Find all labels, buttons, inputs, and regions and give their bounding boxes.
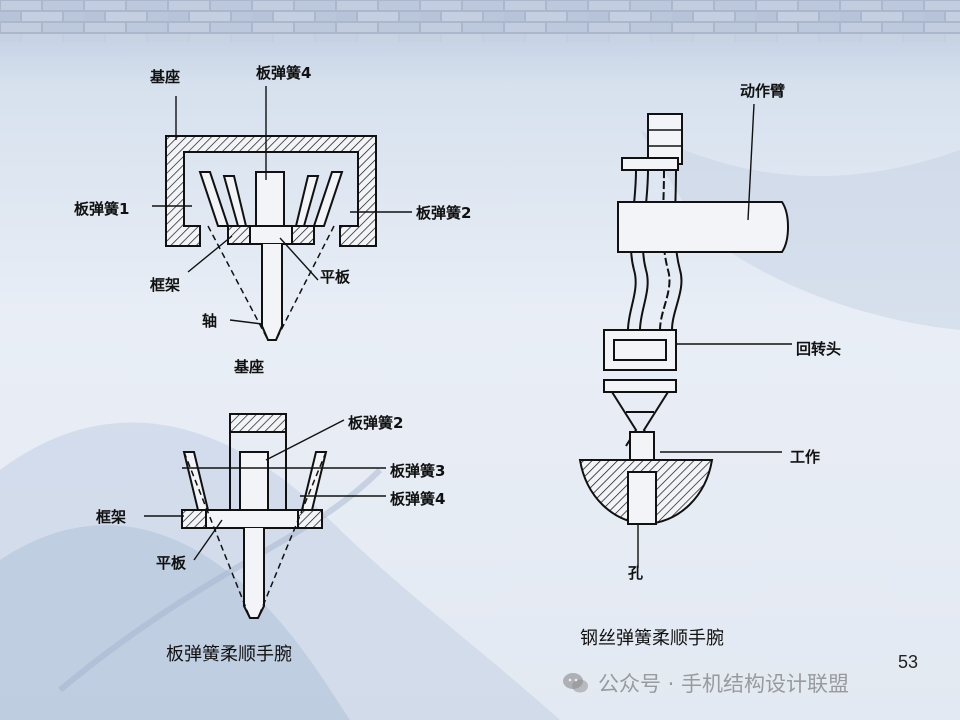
caption-leaf-spring-wrist: 板弹簧柔顺手腕 <box>166 644 292 665</box>
label-spring-2-b: 板弹簧2 <box>348 414 403 432</box>
leaf-spring-4 <box>255 171 285 227</box>
label-spring-3-b: 板弹簧3 <box>390 462 445 480</box>
base-frame <box>165 135 377 247</box>
wechat-icon <box>563 673 588 693</box>
top-block <box>647 113 683 165</box>
hole <box>627 471 657 525</box>
leaf-spring-2 <box>312 171 344 227</box>
label-spring-4-b: 板弹簧4 <box>390 490 445 508</box>
base-block <box>229 413 287 433</box>
leaf-spring-1 <box>198 171 230 227</box>
watermark: 公众号 · 手机结构设计联盟 <box>562 668 849 698</box>
label-spring-4: 板弹簧4 <box>256 64 311 82</box>
label-plate: 平板 <box>320 268 351 286</box>
wire-spring-right <box>659 169 671 331</box>
leaf-spring-2-b <box>239 451 269 511</box>
label-spring-2: 板弹簧2 <box>416 204 471 222</box>
bottom-left-diagram <box>144 413 386 619</box>
shaft-b <box>243 528 265 619</box>
label-arm: 动作臂 <box>740 82 785 100</box>
watermark-text: 公众号 · 手机结构设计联盟 <box>598 672 850 696</box>
label-rotary-head: 回转头 <box>796 340 841 358</box>
bottom-left-labels: 基座 板弹簧2 板弹簧3 板弹簧4 框架 平板 <box>96 358 445 572</box>
top-left-labels: 基座 板弹簧4 板弹簧1 板弹簧2 框架 平板 轴 <box>74 64 471 330</box>
caption-wire-spring-wrist: 钢丝弹簧柔顺手腕 <box>580 628 724 649</box>
label-hole: 孔 <box>628 564 643 582</box>
top-left-diagram <box>152 86 412 341</box>
label-shaft: 轴 <box>202 312 217 330</box>
label-frame-b: 框架 <box>96 508 126 526</box>
label-plate-b: 平板 <box>156 554 187 572</box>
label-frame: 框架 <box>150 276 180 294</box>
page-number: 53 <box>897 652 918 672</box>
wire-spring-left <box>627 169 637 331</box>
label-base-b: 基座 <box>233 358 264 376</box>
label-base: 基座 <box>149 68 180 86</box>
shaft <box>261 244 283 341</box>
right-diagram <box>578 103 792 568</box>
right-labels: 动作臂 回转头 工作 孔 <box>628 82 841 582</box>
label-spring-1: 板弹簧1 <box>74 200 129 218</box>
brick-header-band <box>0 0 960 42</box>
motion-arm <box>617 201 789 253</box>
label-work: 工作 <box>790 448 820 466</box>
